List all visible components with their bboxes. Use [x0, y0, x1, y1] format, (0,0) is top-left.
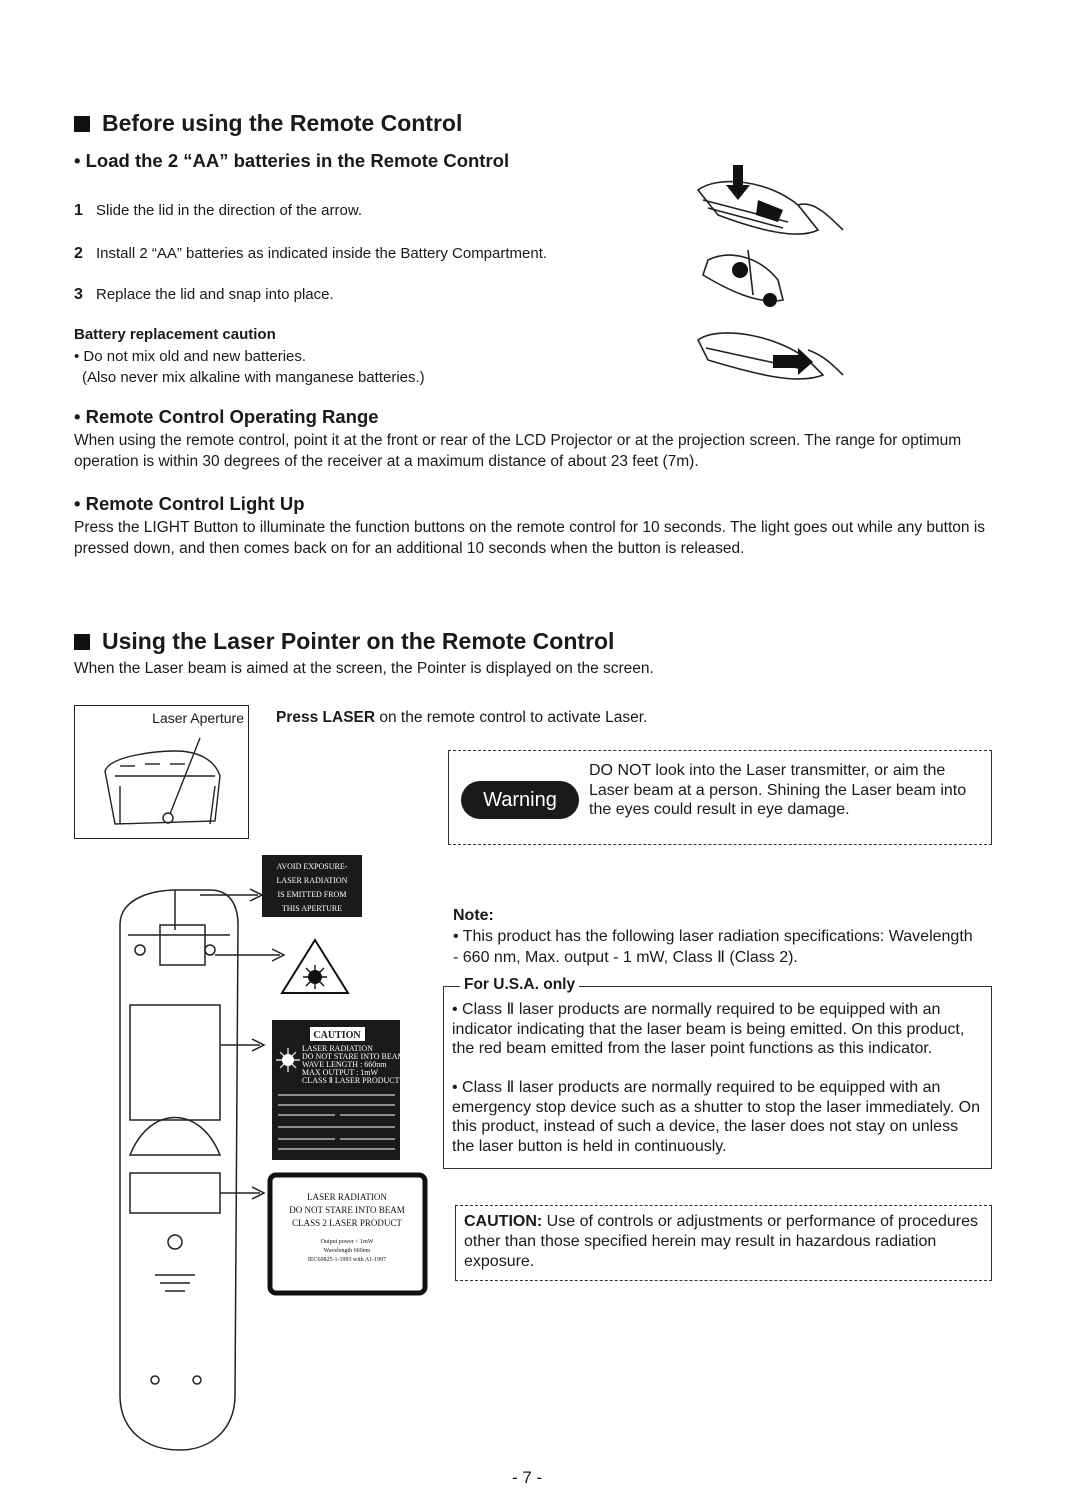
caution-label-line: LASER RADIATION	[302, 1044, 373, 1053]
bottom-label-line-4: Output power < 1mW	[321, 1239, 374, 1245]
warning-box: Warning DO NOT look into the Laser trans…	[448, 750, 992, 845]
lightup-subheading: • Remote Control Light Up	[74, 493, 305, 514]
battery-caution-title: Battery replacement caution	[74, 326, 276, 343]
section2-title: Using the Laser Pointer on the Remote Co…	[102, 628, 615, 654]
section-heading-remote: Before using the Remote Control	[74, 110, 462, 137]
laser-radiation-label	[267, 1172, 428, 1296]
laser-aperture-label: Laser Aperture	[152, 710, 244, 726]
avoid-exposure-label	[262, 855, 362, 917]
warning-badge: Warning	[461, 781, 579, 819]
caution-box: CAUTION: Use of controls or adjustments …	[455, 1205, 992, 1281]
caution-label-head: CAUTION	[313, 1030, 361, 1041]
step-3: 3 Replace the lid and snap into place.	[74, 286, 334, 304]
note-text: • This product has the following laser r…	[453, 928, 973, 966]
caution-label-head-bg	[310, 1027, 365, 1041]
bottom-label-line-3: CLASS 2 LASER PRODUCT	[292, 1218, 402, 1228]
caution-text: CAUTION: Use of controls or adjustments …	[464, 1212, 984, 1272]
caution-label-line: CLASS Ⅱ LASER PRODUCT	[302, 1076, 400, 1085]
usa-box-topline	[444, 986, 991, 987]
note-title: Note:	[453, 907, 494, 924]
caution-label-fineprint	[278, 1094, 395, 1150]
step-text: Slide the lid in the direction of the ar…	[96, 202, 362, 219]
batteries-subheading: • Load the 2 “AA” batteries in the Remot…	[74, 150, 510, 171]
bottom-label-line-1: LASER RADIATION	[307, 1192, 387, 1202]
section-heading-laser: Using the Laser Pointer on the Remote Co…	[74, 628, 614, 655]
usa-box: For U.S.A. only • Class Ⅱ laser products…	[443, 976, 992, 1169]
battery-caution-line-1: • Do not mix old and new batteries.	[74, 348, 307, 365]
bottom-label-line-5: Wavelength 660nm	[324, 1248, 371, 1254]
press-laser-bold: Press LASER	[276, 709, 376, 726]
avoid-line-4: THIS APERTURE	[282, 904, 342, 913]
heading-bullet	[74, 115, 90, 132]
bottom-label-line-6: IEC60825-1-1993 with A1-1997	[308, 1257, 386, 1263]
step-number: 3	[74, 286, 83, 303]
heading-bullet	[74, 633, 90, 650]
lightup-text: Press the LIGHT Button to illuminate the…	[74, 519, 986, 557]
caution-label-line: DO NOT STARE INTO BEAM	[302, 1052, 405, 1061]
warning-text: DO NOT look into the Laser transmitter, …	[589, 762, 967, 818]
caution-rest: Use of controls or adjustments or perfor…	[464, 1213, 978, 1270]
range-text: When using the remote control, point it …	[74, 432, 962, 470]
avoid-line-2: LASER RADIATION	[277, 876, 348, 885]
section1-title: Before using the Remote Control	[102, 110, 463, 136]
step-number: 1	[74, 202, 83, 219]
avoid-line-3: IS EMITTED FROM	[278, 890, 347, 899]
laser-intro: When the Laser beam is aimed at the scre…	[74, 660, 654, 677]
step-2: 2 Install 2 “AA” batteries as indicated …	[74, 245, 547, 263]
step-number: 2	[74, 245, 83, 262]
caution-label	[272, 1020, 400, 1160]
remote-labels-illustration: AVOID EXPOSURE- LASER RADIATION IS EMITT…	[119, 855, 428, 1451]
caution-label-line: WAVE LENGTH : 660nm	[302, 1060, 387, 1069]
battery-caution-line-2: (Also never mix alkaline with manganese …	[82, 369, 425, 386]
range-subheading: • Remote Control Operating Range	[74, 406, 379, 427]
avoid-line-1: AVOID EXPOSURE-	[277, 862, 348, 871]
sunburst-icon	[276, 1048, 300, 1072]
press-laser-line: Press LASER on the remote control to act…	[276, 707, 647, 728]
page-number: - 7 -	[512, 1468, 543, 1487]
laser-aperture-figure: Laser Aperture	[74, 705, 249, 839]
caution-bold: CAUTION:	[464, 1213, 543, 1230]
remote-outline	[119, 889, 239, 1451]
press-laser-rest: on the remote control to activate Laser.	[375, 709, 648, 726]
remote-top-drawing	[104, 737, 221, 825]
usa-item-2: • Class Ⅱ laser products are normally re…	[452, 1079, 980, 1155]
step-1: 1 Slide the lid in the direction of the …	[74, 202, 362, 220]
usa-title: For U.S.A. only	[460, 976, 580, 994]
bottom-label-line-2: DO NOT STARE INTO BEAM	[289, 1205, 404, 1215]
step-text: Install 2 “AA” batteries as indicated in…	[96, 245, 548, 262]
step-text: Replace the lid and snap into place.	[96, 286, 334, 303]
laser-hazard-icon	[280, 938, 350, 994]
caution-label-line: MAX OUTPUT : 1mW	[302, 1068, 379, 1077]
usa-item-1: • Class Ⅱ laser products are normally re…	[452, 1001, 965, 1057]
battery-illustration	[696, 165, 844, 380]
